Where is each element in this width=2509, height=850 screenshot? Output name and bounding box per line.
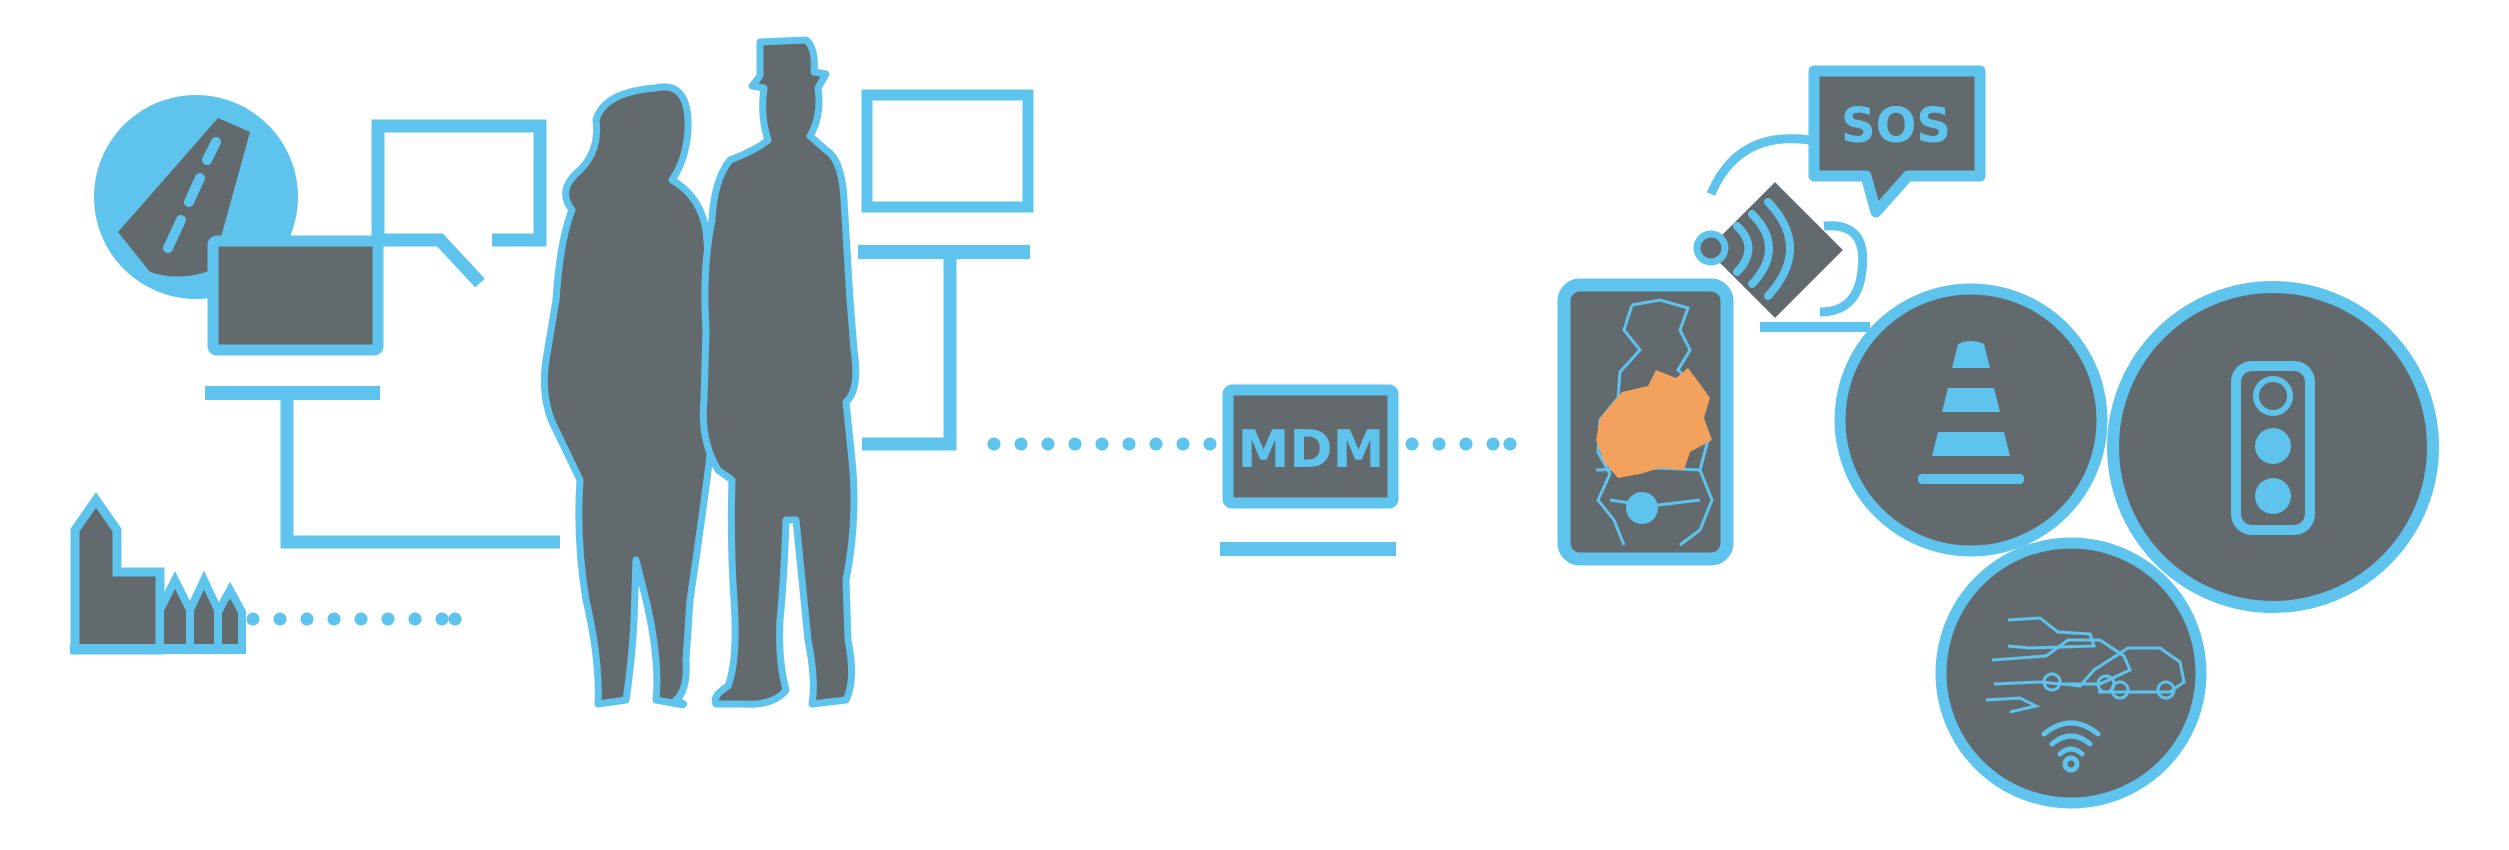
tablet-map-icon xyxy=(1557,278,1734,566)
display-screen-right xyxy=(858,89,1034,451)
sos-label: SOS xyxy=(1841,98,1951,154)
dotted-connector-mdm-right xyxy=(1405,437,1517,451)
dotted-connector-mdm-left xyxy=(987,437,1217,451)
sos-speech-bubble-icon: SOS xyxy=(1808,65,1986,218)
display-screen-icon xyxy=(205,235,560,549)
location-marker xyxy=(1626,492,1658,524)
traffic-light-icon xyxy=(2107,281,2439,613)
display-frame-outline xyxy=(371,119,547,288)
couple-silhouette-icon xyxy=(540,36,860,708)
traffic-cone-icon xyxy=(1834,283,2108,557)
wifi-icon xyxy=(2041,720,2101,773)
mdm-box-icon: MDM xyxy=(1220,384,1399,556)
connected-cars-icon xyxy=(1935,537,2207,809)
dotted-connector-houses xyxy=(246,612,462,626)
houses-icon xyxy=(70,492,246,655)
highlighted-region-map xyxy=(1596,368,1712,478)
mdm-label: MDM xyxy=(1238,420,1385,480)
